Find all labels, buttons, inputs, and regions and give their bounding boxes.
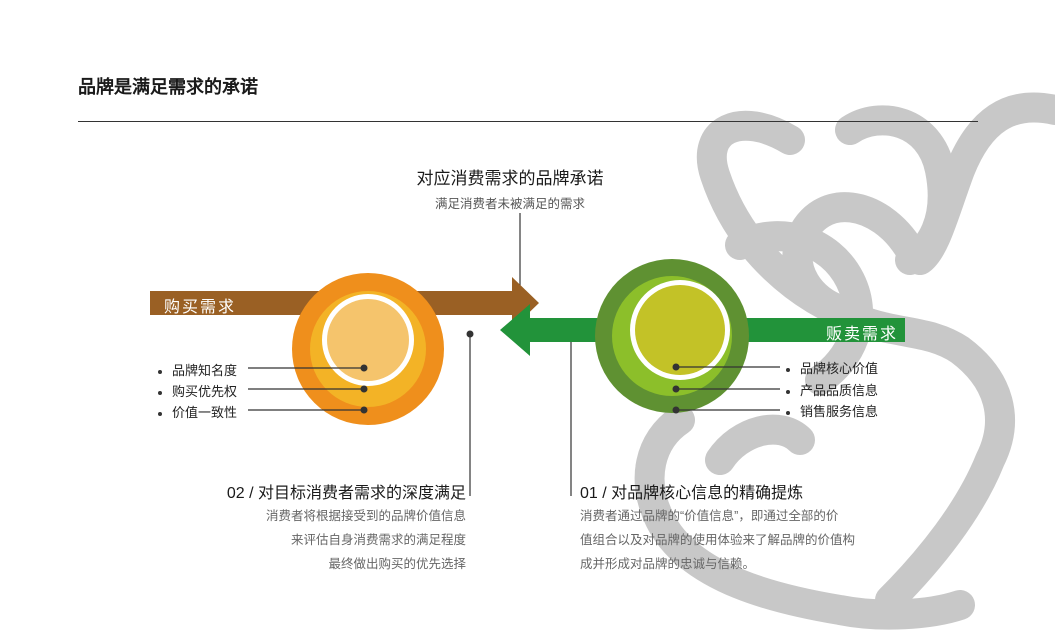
list-item-label: 销售服务信息 bbox=[800, 404, 879, 419]
bullet-icon bbox=[158, 411, 162, 416]
right-list-connectors bbox=[672, 363, 780, 414]
section-line: 最终做出购买的优先选择 bbox=[328, 557, 466, 571]
list-item: 品牌核心价值 bbox=[786, 358, 878, 377]
list-item: 销售服务信息 bbox=[786, 401, 878, 420]
center-subtitle: 满足消费者未被满足的需求 bbox=[434, 197, 585, 211]
title-divider bbox=[78, 121, 978, 122]
page-title: 品牌是满足需求的承诺 bbox=[78, 77, 258, 97]
sales-target-circle bbox=[595, 259, 749, 413]
section-line: 值组合以及对品牌的使用体验来了解品牌的价值构 bbox=[580, 533, 856, 547]
list-item-label: 品牌知名度 bbox=[172, 363, 238, 378]
left-section-dot bbox=[466, 330, 474, 338]
section-line: 消费者通过品牌的“价值信息”，即通过全部的价 bbox=[580, 509, 839, 523]
list-item: 购买优先权 bbox=[158, 381, 237, 400]
section-title-right: 01 / 对品牌核心信息的精确提炼 bbox=[580, 485, 804, 502]
bullet-icon bbox=[786, 367, 790, 372]
section-line: 成并形成对品牌的忠诚与信赖。 bbox=[580, 557, 756, 571]
section-line: 来评估自身消费需求的满足程度 bbox=[290, 533, 466, 547]
left-list-connectors bbox=[248, 364, 368, 414]
hand-outline-watermark bbox=[634, 92, 1055, 630]
section-line: 消费者将根据接受到的品牌价值信息 bbox=[265, 509, 466, 523]
center-title: 对应消费需求的品牌承诺 bbox=[416, 169, 604, 188]
bullet-icon bbox=[158, 390, 162, 395]
list-item-label: 产品品质信息 bbox=[800, 383, 879, 398]
bullet-icon bbox=[786, 389, 790, 394]
sales-demand-label: 贩卖需求 bbox=[826, 326, 899, 343]
bullet-icon bbox=[786, 410, 790, 415]
list-item: 品牌知名度 bbox=[158, 360, 237, 379]
list-item-label: 品牌核心价值 bbox=[800, 361, 879, 376]
list-item: 价值一致性 bbox=[158, 402, 237, 421]
purchase-target-circle bbox=[292, 273, 444, 425]
list-item: 产品品质信息 bbox=[786, 380, 878, 399]
bullet-icon bbox=[158, 369, 162, 374]
section-body-left: 消费者将根据接受到的品牌价值信息 来评估自身消费需求的满足程度 最终做出购买的优… bbox=[196, 504, 466, 576]
purchase-demand-label: 购买需求 bbox=[164, 299, 237, 316]
list-item-label: 价值一致性 bbox=[172, 405, 238, 420]
section-title-left: 02 / 对目标消费者需求的深度满足 bbox=[226, 485, 466, 502]
section-body-right: 消费者通过品牌的“价值信息”，即通过全部的价 值组合以及对品牌的使用体验来了解品… bbox=[580, 504, 900, 576]
list-item-label: 购买优先权 bbox=[172, 384, 238, 399]
